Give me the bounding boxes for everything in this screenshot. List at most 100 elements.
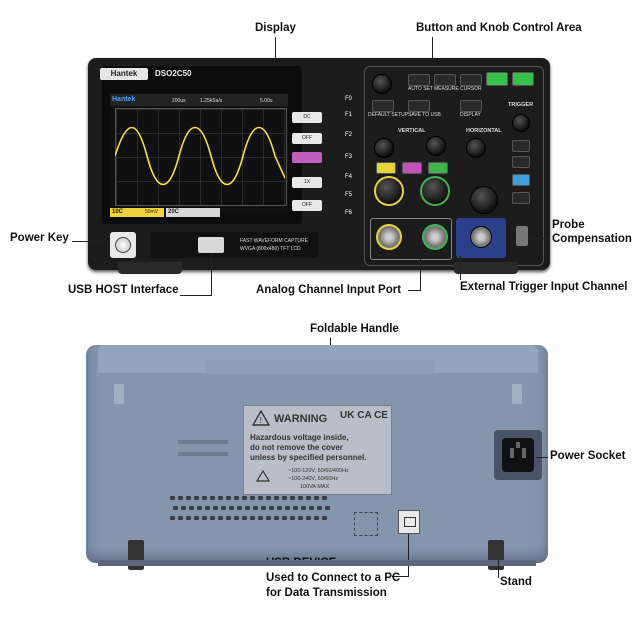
label-usb-host: USB HOST Interface [68, 284, 179, 296]
side-groove [178, 440, 228, 444]
power-key[interactable] [110, 232, 136, 258]
vent-slot [301, 506, 306, 510]
side-groove [178, 452, 228, 456]
f-key[interactable]: F0 [345, 96, 353, 102]
front-key[interactable] [460, 74, 482, 86]
ch1-bnc-connector[interactable] [376, 224, 402, 250]
section-vertical: VERTICAL [398, 128, 426, 134]
single-key[interactable] [512, 72, 534, 86]
usb-device-port[interactable] [398, 510, 420, 534]
trigger-force-key[interactable] [512, 156, 530, 168]
front-key[interactable] [460, 100, 482, 112]
ch2-label: 20C [168, 209, 180, 215]
f-key[interactable]: F4 [345, 174, 353, 180]
front-key-label: DISPLAY [460, 112, 481, 118]
vent-slot [210, 496, 215, 500]
f-key[interactable]: F5 [345, 192, 353, 198]
analog-input-area [370, 218, 452, 260]
leader-button-knob [432, 37, 433, 65]
burst-key[interactable] [512, 192, 530, 204]
label-button-knob-area: Button and Knob Control Area [416, 22, 582, 34]
brand-logo: Hantek [100, 68, 148, 80]
ext-trigger-bnc-connector[interactable] [470, 226, 492, 248]
multipurpose-knob[interactable] [372, 74, 392, 94]
lower-front-strip [150, 232, 318, 258]
vent-slot [226, 516, 231, 520]
vent-slot [261, 506, 266, 510]
front-foot-left [118, 262, 182, 274]
ch1-label: 10C [112, 209, 124, 215]
screen-menu-item: OFF [292, 200, 322, 211]
screen-menu-item: DC [292, 112, 322, 123]
horizontal-position-knob[interactable] [466, 138, 486, 158]
ch2-key[interactable] [402, 162, 422, 174]
vent-slot [218, 516, 223, 520]
waveform-trace [115, 126, 285, 186]
front-key-label: MEASURE [434, 86, 459, 92]
power-spec-2: ~100-240V, 50/60Hz [288, 476, 339, 482]
screen-sample: 200us [172, 98, 186, 104]
leader-analog-input-v [420, 258, 421, 291]
vent-slot [229, 506, 234, 510]
math-key[interactable] [428, 162, 448, 174]
vent-slot [317, 506, 322, 510]
vent-slot [234, 496, 239, 500]
vent-slot [237, 506, 242, 510]
front-key[interactable] [434, 74, 456, 86]
vent-slot [213, 506, 218, 510]
help-key[interactable] [512, 174, 530, 186]
vent-slot [170, 496, 175, 500]
power-socket[interactable] [502, 438, 534, 472]
front-key[interactable] [408, 74, 430, 86]
ch2-scale-knob[interactable] [420, 176, 450, 206]
vent-slot [322, 516, 327, 520]
ch1-key[interactable] [376, 162, 396, 174]
front-key[interactable] [408, 100, 430, 112]
f-key[interactable]: F1 [345, 112, 353, 118]
vent-slot [186, 496, 191, 500]
back-clip [114, 384, 124, 404]
ch1-scale-knob[interactable] [374, 176, 404, 206]
vent-slot [170, 516, 175, 520]
ch1-indicator [110, 208, 164, 217]
ch1-value: 50mV [145, 209, 159, 215]
probe-comp-terminal[interactable] [516, 226, 528, 246]
f-keys-column: F0 F1 F2 F3 F4 F5 F6 [335, 74, 363, 224]
screen-menu-item: 1X [292, 177, 322, 188]
vent-slot [266, 496, 271, 500]
leader-power-key [72, 241, 108, 242]
vent-slot [197, 506, 202, 510]
f-key[interactable]: F3 [345, 154, 353, 160]
run-stop-key[interactable] [486, 72, 508, 86]
front-key[interactable] [372, 100, 394, 112]
vent-slot [293, 506, 298, 510]
warning-text-1: Hazardous voltage inside, [250, 433, 349, 442]
leader-analog-input-h [408, 290, 420, 291]
section-horizontal: HORIZONTAL [466, 128, 502, 134]
vent-slot [202, 516, 207, 520]
vent-slot [290, 496, 295, 500]
vent-slot [194, 516, 199, 520]
vent-slot [250, 516, 255, 520]
ch2-position-knob[interactable] [426, 136, 446, 156]
screen-menu-item: OFF [292, 133, 322, 144]
label-probe-compensation-2: Compensation [552, 233, 632, 245]
label-ext-trigger: External Trigger Input Channel [460, 281, 628, 293]
handle-recess [205, 360, 435, 374]
vent-slot [306, 516, 311, 520]
vent-slot [306, 496, 311, 500]
vent-slot [218, 496, 223, 500]
horizontal-scale-knob[interactable] [470, 186, 498, 214]
leader-usb-host-h [180, 295, 212, 296]
f-key[interactable]: F2 [345, 132, 353, 138]
power-spec-3: 100VA MAX [300, 484, 330, 490]
f-key[interactable]: F6 [345, 210, 353, 216]
trigger-level-knob[interactable] [512, 114, 530, 132]
trigger-menu-key[interactable] [512, 140, 530, 152]
usb-host-port[interactable] [198, 237, 224, 253]
ch2-bnc-connector[interactable] [422, 224, 448, 250]
front-subtext: WVGA (800x480) TFT LCD [240, 246, 301, 252]
ch1-position-knob[interactable] [374, 138, 394, 158]
vent-slot [285, 506, 290, 510]
leader-usb-device-v [408, 534, 409, 576]
